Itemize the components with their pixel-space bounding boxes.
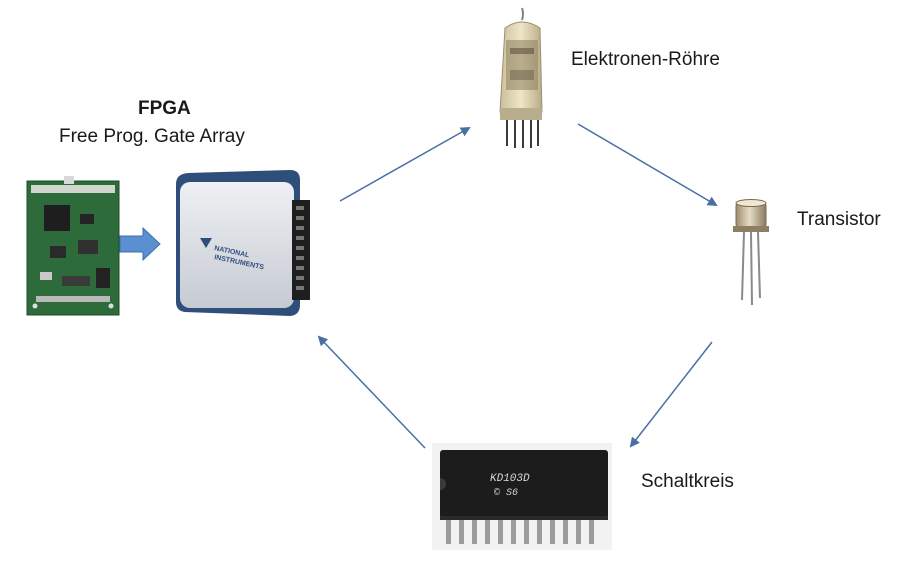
- arrow-fpga-to-tube: [339, 127, 471, 202]
- daq-device-icon: NATIONAL INSTRUMENTS: [176, 170, 310, 316]
- ic-chip-icon: KD103D © S6: [432, 443, 612, 550]
- vacuum-tube-icon: [499, 7, 543, 148]
- tube-label: Elektronen-Röhre: [571, 49, 720, 70]
- fpga-subtitle: Free Prog. Gate Array: [59, 126, 245, 147]
- transistor-label: Transistor: [797, 209, 881, 230]
- ic-marking-line1: KD103D: [490, 473, 530, 485]
- ic-label: Schaltkreis: [641, 471, 734, 492]
- fpga-title: FPGA: [138, 98, 191, 119]
- arrow-tube-to-transistor: [577, 123, 718, 207]
- ic-marking-line2: © S6: [494, 487, 518, 499]
- transistor-icon: [733, 199, 769, 306]
- arrow-ic-to-fpga: [317, 335, 426, 449]
- block-arrow-icon: [119, 226, 161, 262]
- pcb-board-icon: [26, 176, 120, 316]
- arrow-transistor-to-ic: [629, 341, 713, 448]
